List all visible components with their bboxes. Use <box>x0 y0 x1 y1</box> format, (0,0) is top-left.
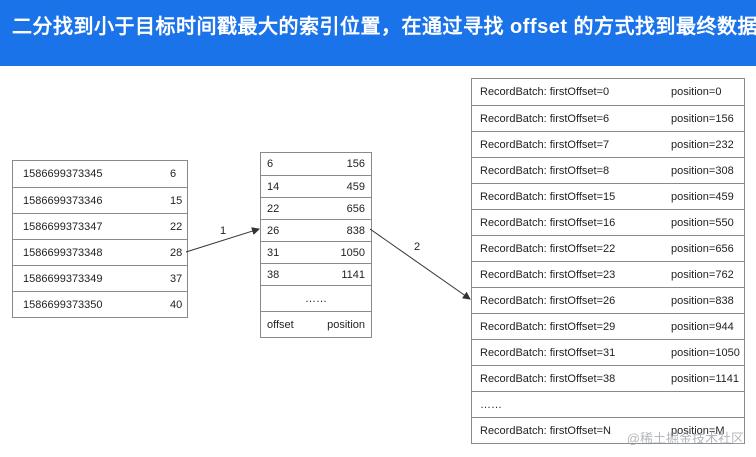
record-batch-cell: RecordBatch: firstOffset=23 <box>480 268 616 281</box>
offset-cell: 26 <box>267 224 280 237</box>
record-batch-row: RecordBatch: firstOffset=7 position=232 <box>472 131 744 157</box>
timestamp-cell: 1586699373347 <box>23 220 103 233</box>
arrow-2 <box>369 228 471 300</box>
record-batch-row: RecordBatch: firstOffset=29 position=944 <box>472 313 744 339</box>
position-cell: 459 <box>346 180 365 193</box>
position-cell: position=550 <box>671 216 734 229</box>
record-batch-cell: RecordBatch: firstOffset=26 <box>480 294 616 307</box>
offset-index-row: 14 459 <box>261 175 371 197</box>
record-batch-ellipsis-row: …… <box>472 391 744 417</box>
record-batch-row: RecordBatch: firstOffset=38 position=1141 <box>472 365 744 391</box>
record-batch-cell: RecordBatch: firstOffset=38 <box>480 372 616 385</box>
timestamp-cell: 1586699373349 <box>23 272 103 285</box>
timestamp-cell: 1586699373345 <box>23 168 103 180</box>
offset-cell: 22 <box>267 202 280 215</box>
arrow-1 <box>185 227 260 253</box>
header-title: 二分找到小于目标时间戳最大的索引位置，在通过寻找 offset 的方式找到最终数… <box>12 16 756 38</box>
timestamp-cell: 1586699373348 <box>23 246 103 259</box>
offset-cell: 6 <box>170 168 177 180</box>
record-batch-cell: RecordBatch: firstOffset=6 <box>480 112 610 125</box>
record-batch-cell: RecordBatch: firstOffset=15 <box>480 190 616 203</box>
position-cell: 656 <box>346 202 365 215</box>
record-batch-cell: RecordBatch: firstOffset=31 <box>480 346 616 359</box>
offset-cell: 37 <box>170 272 183 285</box>
timestamp-index-row: 1586699373349 37 <box>13 265 187 291</box>
record-batch-cell: RecordBatch: firstOffset=8 <box>480 164 610 177</box>
timestamp-cell: 1586699373346 <box>23 194 103 207</box>
record-batch-cell: RecordBatch: firstOffset=16 <box>480 216 616 229</box>
offset-index-row: 6 156 <box>261 153 371 175</box>
position-cell: position=308 <box>671 164 734 177</box>
record-batch-cell: RecordBatch: firstOffset=22 <box>480 242 616 255</box>
record-batch-row: RecordBatch: firstOffset=26 position=838 <box>472 287 744 313</box>
offset-index-row: 38 1141 <box>261 263 371 285</box>
watermark: @稀土掘金技术社区 <box>626 431 744 446</box>
record-batch-row: RecordBatch: firstOffset=8 position=308 <box>472 157 744 183</box>
offset-cell: 31 <box>267 246 280 259</box>
position-cell: position=459 <box>671 190 734 203</box>
position-cell: position=944 <box>671 320 734 333</box>
position-cell: 1141 <box>341 268 365 281</box>
offset-cell: 38 <box>267 268 280 281</box>
record-batch-row: RecordBatch: firstOffset=31 position=1050 <box>472 339 744 365</box>
timestamp-index-row: 1586699373350 40 <box>13 291 187 317</box>
record-batch-row: RecordBatch: firstOffset=N position=M <box>472 417 744 443</box>
record-batch-row: RecordBatch: firstOffset=22 position=656 <box>472 235 744 261</box>
offset-cell: 28 <box>170 246 183 259</box>
record-batch-row: RecordBatch: firstOffset=6 position=156 <box>472 105 744 131</box>
record-batch-row: RecordBatch: firstOffset=23 position=762 <box>472 261 744 287</box>
position-cell: position=0 <box>671 86 722 98</box>
position-cell: position=1141 <box>671 372 739 385</box>
offset-column-label: offset <box>267 318 294 331</box>
record-batch-cell: RecordBatch: firstOffset=0 <box>480 86 610 98</box>
position-cell: position=762 <box>671 268 734 281</box>
timestamp-index-row: 1586699373348 28 <box>13 239 187 265</box>
ellipsis-text: …… <box>480 398 502 411</box>
arrow-1-label: 1 <box>220 225 226 237</box>
position-cell: position=156 <box>671 112 734 125</box>
offset-index-row: 22 656 <box>261 197 371 219</box>
timestamp-index-row: 1586699373345 6 <box>13 161 187 187</box>
position-column-label: position <box>327 318 365 331</box>
offset-cell: 15 <box>170 194 183 207</box>
timestamp-cell: 1586699373350 <box>23 298 103 311</box>
record-batch-row: RecordBatch: firstOffset=15 position=459 <box>472 183 744 209</box>
offset-index-ellipsis-row: …… <box>261 285 371 311</box>
offset-cell: 14 <box>267 180 280 193</box>
offset-index-row: 31 1050 <box>261 241 371 263</box>
ellipsis-text: …… <box>305 292 327 305</box>
offset-index-footer-row: offset position <box>261 311 371 337</box>
position-cell: position=1050 <box>671 346 740 359</box>
header-banner: 二分找到小于目标时间戳最大的索引位置，在通过寻找 offset 的方式找到最终数… <box>0 0 756 66</box>
offset-cell: 22 <box>170 220 183 233</box>
record-batch-cell: RecordBatch: firstOffset=N <box>480 424 611 437</box>
offset-index-row: 26 838 <box>261 219 371 241</box>
position-cell: 156 <box>346 158 365 170</box>
timestamp-index-row: 1586699373346 15 <box>13 187 187 213</box>
position-cell: position=232 <box>671 138 734 151</box>
record-batch-cell: RecordBatch: firstOffset=7 <box>480 138 610 151</box>
position-cell: position=838 <box>671 294 734 307</box>
offset-cell: 40 <box>170 298 183 311</box>
position-cell: 1050 <box>340 246 365 259</box>
offset-cell: 6 <box>267 158 274 170</box>
record-batch-row: RecordBatch: firstOffset=0 position=0 <box>472 79 744 105</box>
position-cell: 838 <box>346 224 365 237</box>
position-cell: position=M <box>671 424 725 437</box>
offset-index-table: 6 156 14 459 22 656 26 838 31 1050 38 1141 …… offset p… <box>260 152 372 338</box>
record-batch-cell: RecordBatch: firstOffset=29 <box>480 320 616 333</box>
position-cell: position=656 <box>671 242 734 255</box>
arrow-2-label: 2 <box>414 241 420 253</box>
record-batch-row: RecordBatch: firstOffset=16 position=550 <box>472 209 744 235</box>
timestamp-index-row: 1586699373347 22 <box>13 213 187 239</box>
